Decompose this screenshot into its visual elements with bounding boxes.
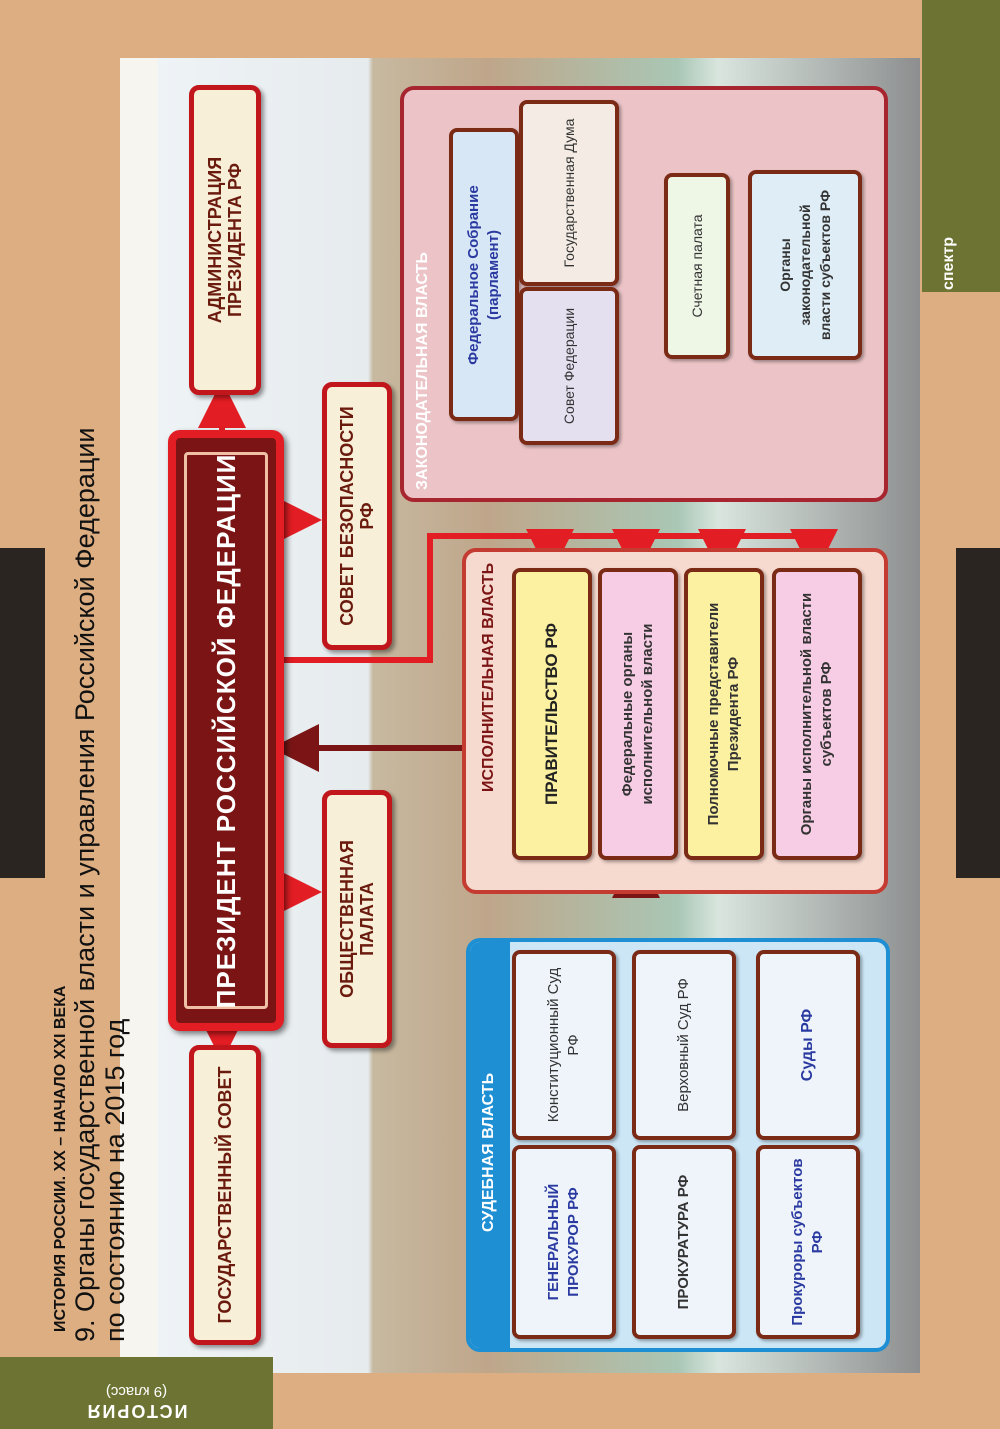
presidential-administration-box: АДМИНИСТРАЦИЯ ПРЕЗИДЕНТА РФ [189,85,261,395]
supreme-court-label: Верховный Суд РФ [675,978,692,1112]
security-council-label: СОВЕТ БЕЗОПАСНОСТИ РФ [337,406,377,626]
regional-legislatures-box: Органы законодательной власти субъектов … [748,170,862,360]
constitutional-court-label: Конституционный Суд РФ [545,967,582,1123]
info-strip-left [0,548,45,878]
accounts-chamber-box: Счетная палата [664,173,730,359]
federation-council-box: Совет Федерации [519,287,619,445]
constitutional-court-box: Конституционный Суд РФ [512,950,616,1140]
public-chamber-box: ОБЩЕСТВЕННАЯ ПАЛАТА [322,790,392,1048]
prosecutors-office-label: ПРОКУРАТУРА РФ [675,1174,692,1310]
course-label-panel: ИСТОРИЯ (9 класс) [0,1357,273,1429]
courts-label: Суды РФ [799,1008,816,1082]
executive-title: ИСПОЛНИТЕЛЬНАЯ ВЛАСТЬ [480,562,497,792]
state-duma-label: Государственная Дума [561,118,577,268]
regional-executive-label: Органы исполнительной власти субъектов Р… [798,592,835,836]
courts-box: Суды РФ [756,950,860,1140]
regional-prosecutors-box: Прокуроры субъектов РФ [756,1145,860,1339]
regional-legislatures-label: Органы законодательной власти субъектов … [777,189,833,341]
info-strip-right [956,548,1000,878]
state-duma-box: Государственная Дума [519,100,619,286]
president-box: ПРЕЗИДЕНТ РОССИЙСКОЙ ФЕДЕРАЦИИ [168,430,284,1031]
federation-council-label: Совет Федерации [561,307,577,425]
plenipotentiaries-box: Полномочные представители Президента РФ [684,568,764,860]
supreme-court-box: Верховный Суд РФ [632,950,736,1140]
state-council-label: ГОСУДАРСТВЕННЫЙ СОВЕТ [215,1066,235,1324]
prosecutor-general-label: ГЕНЕРАЛЬНЫЙ ПРОКУРОР РФ [545,1183,582,1301]
government-box: ПРАВИТЕЛЬСТВО РФ [512,568,592,860]
judicial-title: СУДЕБНАЯ ВЛАСТЬ [480,1072,497,1232]
federal-bodies-box: Федеральные органы исполнительной власти [598,568,678,860]
state-council-box: ГОСУДАРСТВЕННЫЙ СОВЕТ [189,1045,261,1345]
security-council-box: СОВЕТ БЕЗОПАСНОСТИ РФ [322,382,392,650]
accounts-chamber-label: Счетная палата [689,214,705,318]
prosecutors-office-box: ПРОКУРАТУРА РФ [632,1145,736,1339]
federal-assembly-label: Федеральное Собрание (парламент) [465,184,502,365]
federal-assembly-box: Федеральное Собрание (парламент) [449,128,519,421]
plenipotentiaries-label: Полномочные представители Президента РФ [705,602,742,826]
presidential-administration-label: АДМИНИСТРАЦИЯ ПРЕЗИДЕНТА РФ [205,156,245,324]
federal-bodies-label: Федеральные органы исполнительной власти [619,623,656,805]
regional-executive-box: Органы исполнительной власти субъектов Р… [772,568,862,860]
public-chamber-label: ОБЩЕСТВЕННАЯ ПАЛАТА [337,840,377,998]
president-label: ПРЕЗИДЕНТ РОССИЙСКОЙ ФЕДЕРАЦИИ [211,453,241,1008]
government-label: ПРАВИТЕЛЬСТВО РФ [542,623,561,805]
regional-prosecutors-label: Прокуроры субъектов РФ [789,1158,826,1326]
prosecutor-general-box: ГЕНЕРАЛЬНЫЙ ПРОКУРОР РФ [512,1145,616,1339]
legislative-title: ЗАКОНОДАТЕЛЬНАЯ ВЛАСТЬ [414,252,431,490]
publisher-panel: спектр [922,0,1000,292]
